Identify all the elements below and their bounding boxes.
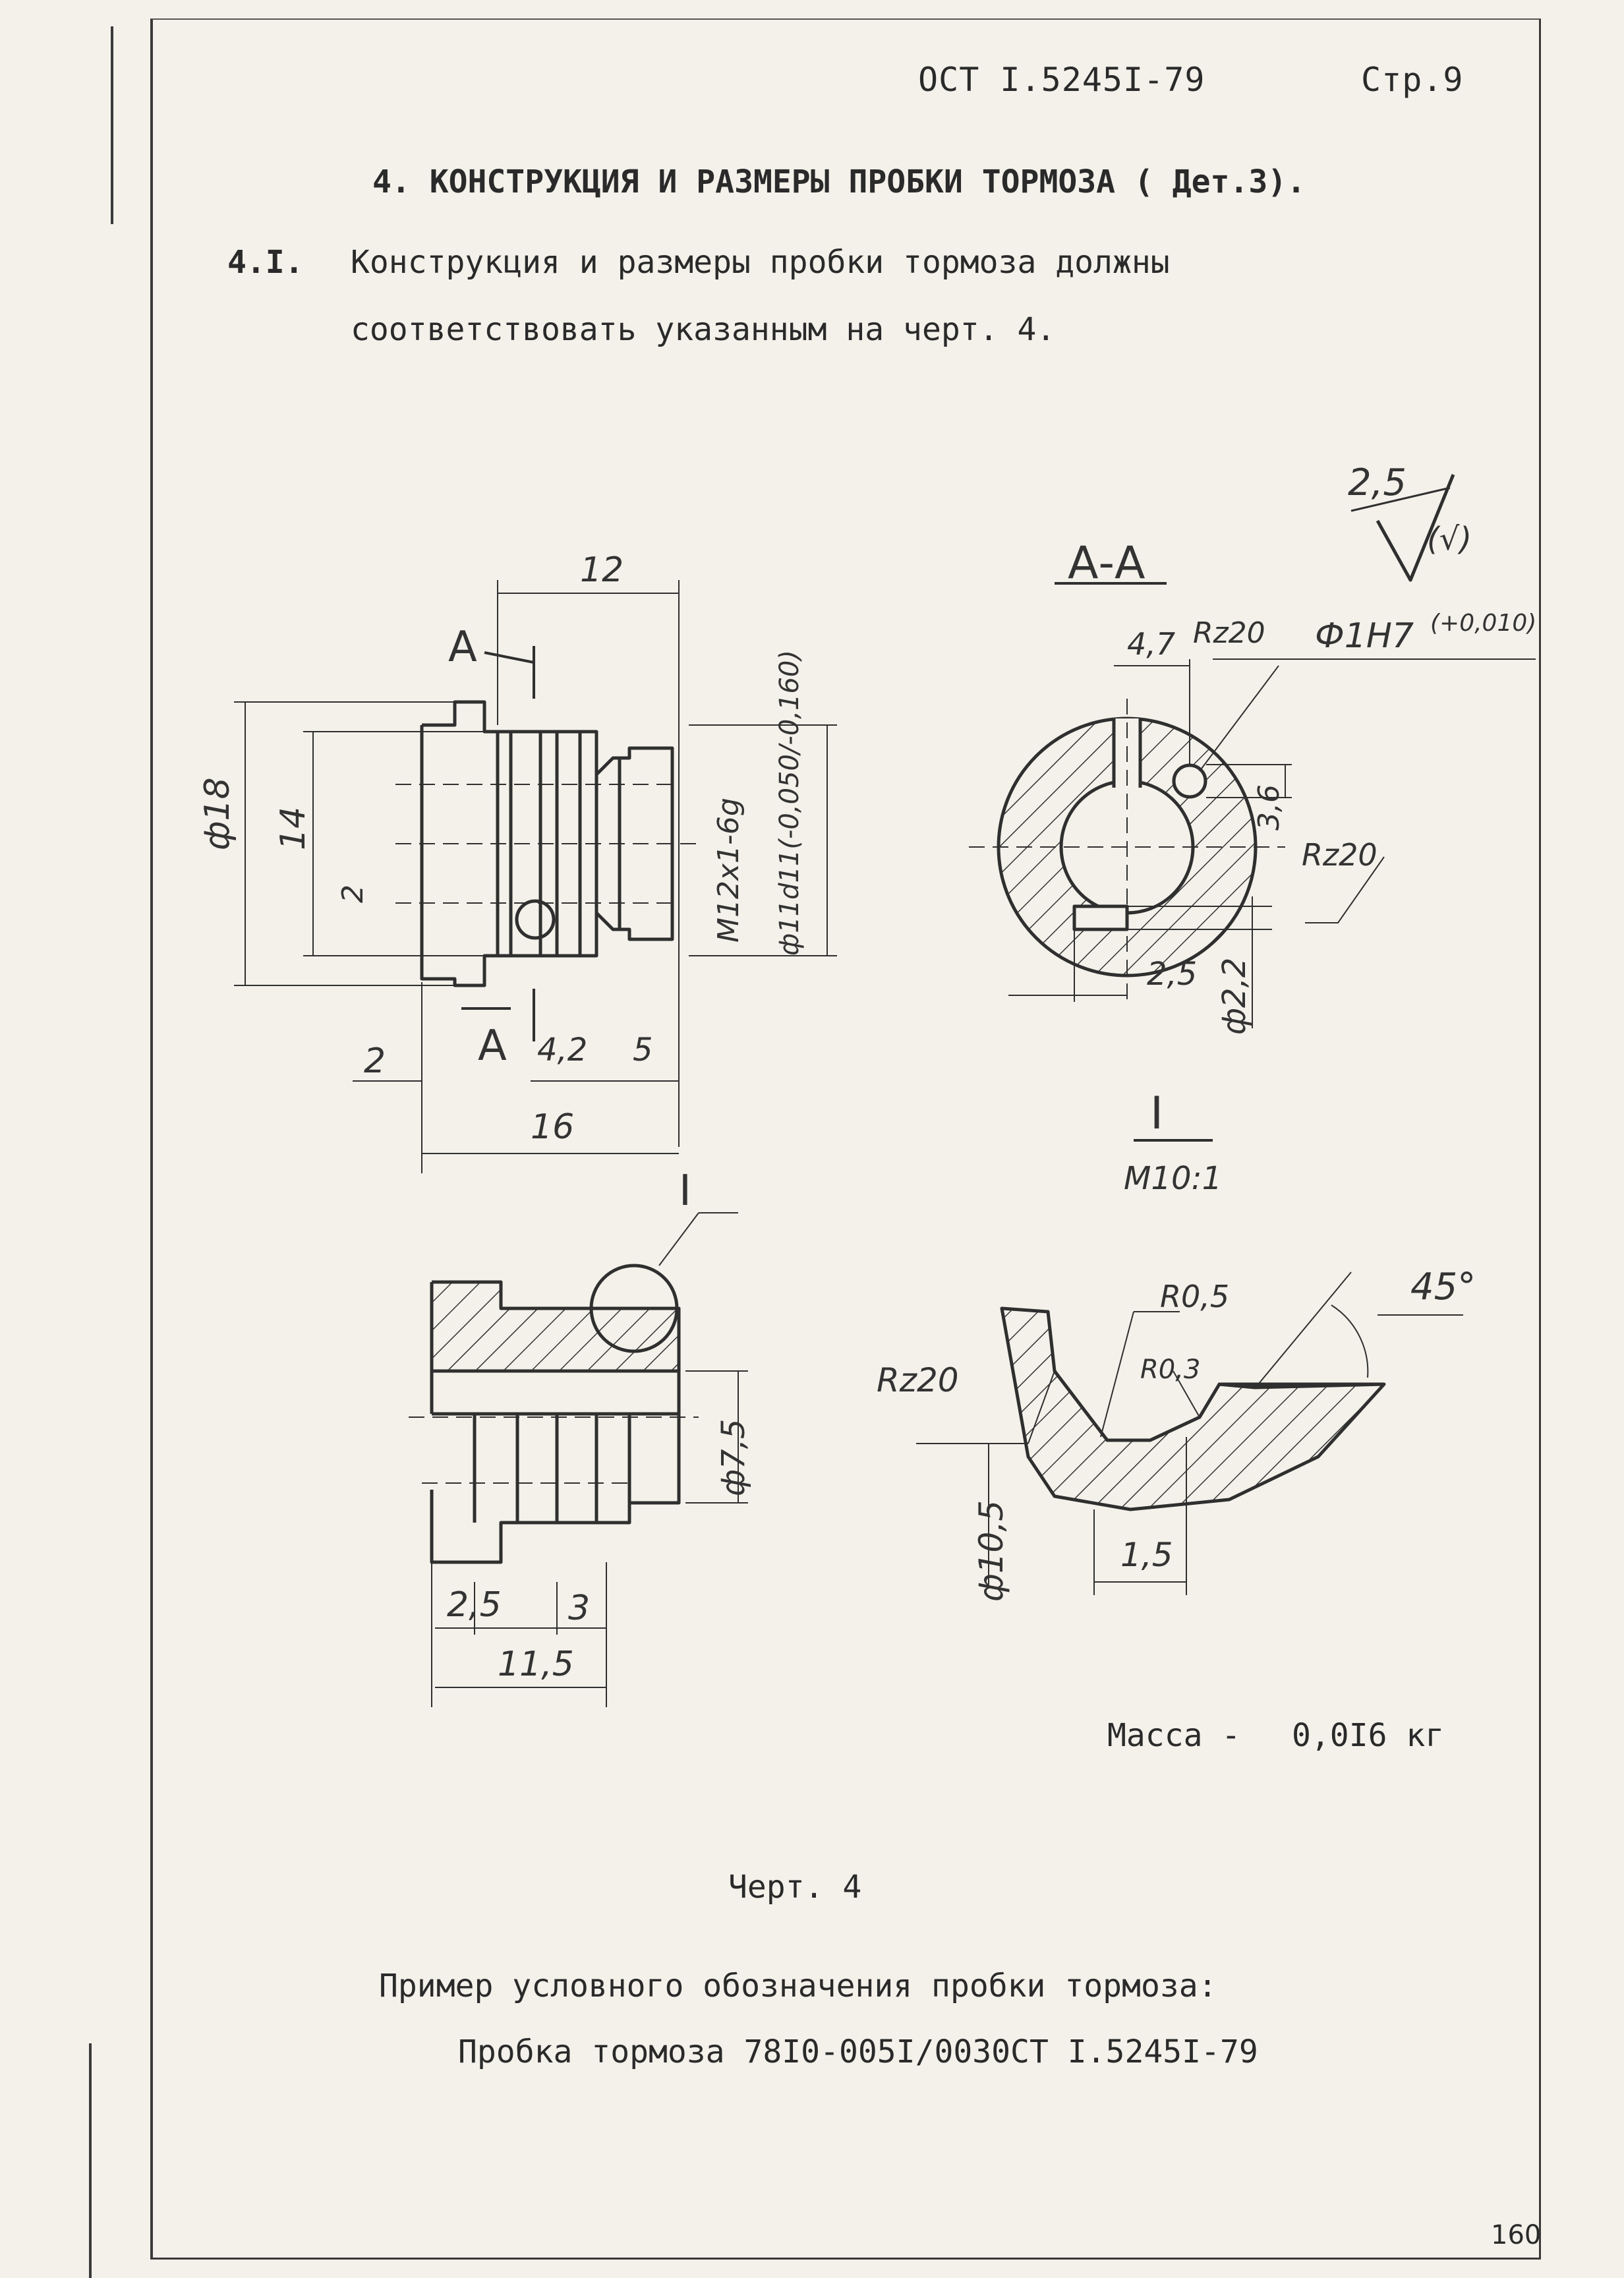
dim-d25-lower: 2,5 bbox=[447, 1585, 502, 1625]
rz-detail: Rz20 bbox=[877, 1361, 959, 1399]
dim-shank: ф11d11(-0,050/-0,160) bbox=[774, 650, 805, 956]
dim-len-12: 12 bbox=[580, 550, 624, 590]
detail-r03: R0,3 bbox=[1140, 1355, 1201, 1385]
page-frame bbox=[150, 18, 1541, 2260]
detail-w-15: 1,5 bbox=[1120, 1536, 1173, 1574]
section-title: 4. КОНСТРУКЦИЯ И РАЗМЕРЫ ПРОБКИ ТОРМОЗА … bbox=[372, 163, 1306, 200]
rz-section-top: Rz20 bbox=[1193, 616, 1265, 650]
section-label: А-А bbox=[1068, 537, 1146, 589]
dim-len-16: 16 bbox=[531, 1107, 575, 1147]
section-a-a bbox=[969, 582, 1536, 1028]
roughness-value: 2,5 bbox=[1348, 461, 1407, 504]
figure-caption: Черт. 4 bbox=[728, 1869, 862, 1906]
clause-line-1: Конструкция и размеры пробки тормоза дол… bbox=[351, 244, 1170, 281]
example-value: Пробка тормоза 78І0-005І/0030СТ І.5245І-… bbox=[458, 2033, 1258, 2070]
cut-mark-bottom: А bbox=[478, 1022, 507, 1070]
rz-section-right: Rz20 bbox=[1302, 837, 1378, 873]
mass-value: 0,0І6 кг bbox=[1292, 1717, 1445, 1754]
mass-label: Масса - bbox=[1107, 1717, 1241, 1754]
clause-number: 4.І. bbox=[227, 244, 304, 281]
side-view bbox=[234, 580, 837, 1173]
page-number: 160 bbox=[1491, 2220, 1542, 2250]
fit-label: Ф1Н7 bbox=[1315, 616, 1414, 656]
detail-r05: R0,5 bbox=[1160, 1279, 1230, 1314]
dim-d2: 2 bbox=[364, 1041, 386, 1081]
detail-dia-105: ф10,5 bbox=[972, 1500, 1010, 1602]
detail-scale: М10:1 bbox=[1124, 1160, 1223, 1197]
dim-d3: 3 bbox=[568, 1589, 591, 1628]
roughness-symbol bbox=[1350, 474, 1455, 582]
detail-i bbox=[916, 1139, 1463, 1595]
dim-d5: 5 bbox=[633, 1032, 653, 1068]
dim-thread: М12х1-6g bbox=[712, 798, 745, 943]
dim-d115: 11,5 bbox=[498, 1645, 574, 1684]
dim-dia-75: ф7,5 bbox=[715, 1418, 752, 1496]
dim-d42: 4,2 bbox=[537, 1032, 588, 1068]
standard-number: ОСТ І.5245І-79 bbox=[918, 61, 1205, 99]
left-binding-line bbox=[111, 26, 113, 224]
dim-w-25: 2,5 bbox=[1147, 956, 1198, 993]
detail-angle: 45° bbox=[1410, 1266, 1476, 1308]
page-label: Стр.9 bbox=[1361, 61, 1464, 99]
cut-mark-top: А bbox=[448, 623, 477, 672]
lower-section bbox=[409, 1212, 748, 1707]
detail-label: I bbox=[1150, 1088, 1164, 1140]
dim-dia-22: ф2,2 bbox=[1216, 957, 1253, 1035]
detail-marker-label: I bbox=[679, 1167, 691, 1215]
fit-tolerance: (+0,010) bbox=[1430, 610, 1537, 637]
clause-line-2: соответствовать указанным на черт. 4. bbox=[351, 311, 1056, 348]
dim-h-36: 3,6 bbox=[1252, 784, 1286, 831]
dim-h-14: 14 bbox=[274, 806, 313, 850]
dim-d2-vertical: 2 bbox=[336, 885, 370, 903]
left-binding-line-lower bbox=[89, 2043, 92, 2278]
dim-w-47: 4,7 bbox=[1127, 626, 1176, 662]
dim-dia-18: ф18 bbox=[198, 777, 237, 850]
roughness-note: (√) bbox=[1427, 521, 1472, 558]
example-title: Пример условного обозначения пробки торм… bbox=[379, 1968, 1217, 2004]
